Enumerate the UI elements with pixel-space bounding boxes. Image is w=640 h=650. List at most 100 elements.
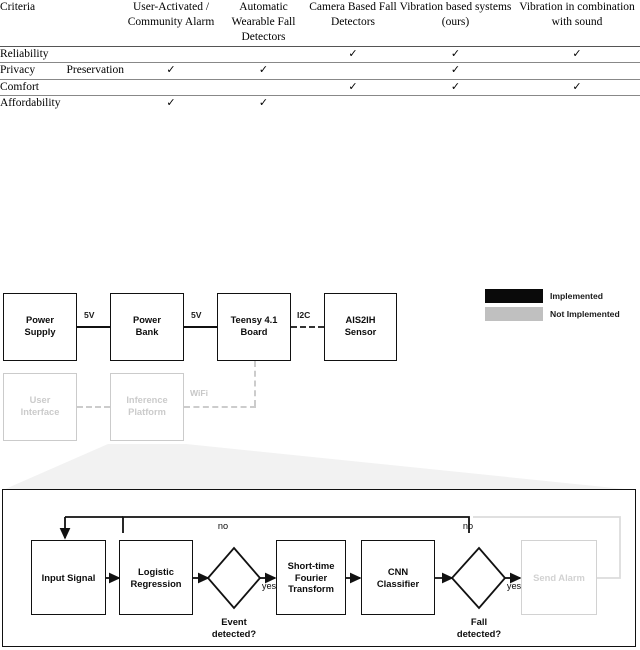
cell-check-yes: ✓ xyxy=(397,62,514,80)
flow-box-input-signal[interactable]: Input Signal xyxy=(31,540,106,615)
cell-check-empty xyxy=(309,62,397,80)
column-header-camera-based: Camera Based Fall Detectors xyxy=(309,1,397,29)
check-icon: ✓ xyxy=(450,64,461,77)
legend-item-not-implemented: Not Implemented xyxy=(485,307,635,321)
check-icon: ✓ xyxy=(166,64,176,77)
column-header-vibration-based: Vibration based systems (ours) xyxy=(399,1,512,29)
column-header-user-activated: User-Activated / Community Alarm xyxy=(127,1,215,29)
cell-check-empty xyxy=(218,45,309,63)
column-header-automatic-wearable: Automatic Wearable Fall Detectors xyxy=(231,1,296,44)
connector-label-i2c: I2C xyxy=(297,310,311,320)
column-header-criteria: Criteria xyxy=(0,1,36,13)
table-row: Privacy Preservation ✓ ✓ ✓ xyxy=(0,62,640,80)
connector-wifi-to-inference xyxy=(184,406,256,408)
cell-check-yes: ✓ xyxy=(218,62,309,80)
check-icon: ✓ xyxy=(348,80,358,93)
cell-check-empty xyxy=(124,45,218,63)
check-icon: ✓ xyxy=(572,47,582,60)
legend-label-not-implemented: Not Implemented xyxy=(550,309,620,319)
legend: Implemented Not Implemented xyxy=(485,289,635,325)
cell-check-yes: ✓ xyxy=(124,62,218,80)
check-icon: ✓ xyxy=(348,47,358,60)
cell-check-yes: ✓ xyxy=(309,78,397,96)
flowchart-connectors xyxy=(59,516,621,610)
cell-check-empty xyxy=(309,95,397,112)
cell-check-yes: ✓ xyxy=(309,45,397,63)
cell-check-empty xyxy=(397,95,514,112)
funnel-shape xyxy=(3,444,634,490)
connector-board-to-wifi xyxy=(254,361,256,406)
cell-check-empty xyxy=(218,78,309,96)
edge-label-fall-no: no xyxy=(462,521,474,531)
row-criteria-label: Comfort xyxy=(0,78,124,96)
flow-label-input-signal: Input Signal xyxy=(41,571,96,583)
connector-label-wifi: WiFi xyxy=(190,388,209,398)
connector-board-to-sensor xyxy=(291,326,324,328)
comparison-table: Criteria User-Activated / Community Alar… xyxy=(0,0,640,112)
connector-bank-to-board xyxy=(184,326,217,328)
cell-check-yes: ✓ xyxy=(514,78,640,96)
cell-check-empty xyxy=(514,95,640,112)
table-row: Comfort ✓ ✓ ✓ xyxy=(0,78,640,96)
check-icon: ✓ xyxy=(572,80,582,93)
column-header-vibration-sound: Vibration in combination with sound xyxy=(519,1,635,29)
row-criteria-label: Affordability xyxy=(0,95,124,112)
edge-label-fall-yes: yes xyxy=(506,581,522,591)
cell-check-yes: ✓ xyxy=(514,45,640,63)
connector-label-supply-bank: 5V xyxy=(84,310,95,320)
cell-check-yes: ✓ xyxy=(397,78,514,96)
legend-swatch-not-implemented xyxy=(485,307,543,321)
table-row: Reliability ✓ ✓ ✓ xyxy=(0,45,640,63)
connector-supply-to-bank xyxy=(77,326,110,328)
connector-inference-to-ui xyxy=(77,406,110,408)
edge-label-event-yes: yes xyxy=(261,581,277,591)
check-icon: ✓ xyxy=(258,97,269,110)
flow-label-send-alarm: Send Alarm xyxy=(533,571,585,583)
connector-label-bank-board: 5V xyxy=(191,310,202,320)
edge-label-event-no: no xyxy=(217,521,229,531)
check-icon: ✓ xyxy=(450,80,461,93)
cell-check-empty xyxy=(514,62,640,80)
cell-check-empty xyxy=(124,78,218,96)
row-criteria-label: Reliability xyxy=(0,45,124,63)
cell-check-yes: ✓ xyxy=(124,95,218,112)
table-body: Reliability✓✓✓Privacy Preservation✓✓✓Com… xyxy=(0,45,640,112)
flow-box-send-alarm[interactable]: Send Alarm xyxy=(521,540,597,615)
cell-check-yes: ✓ xyxy=(218,95,309,112)
table-row: Affordability ✓ ✓ xyxy=(0,95,640,112)
zoom-funnel xyxy=(3,444,634,490)
check-icon: ✓ xyxy=(166,97,176,110)
decision-event-detected-shape xyxy=(206,546,262,610)
legend-label-implemented: Implemented xyxy=(550,291,604,301)
legend-item-implemented: Implemented xyxy=(485,289,635,303)
check-icon: ✓ xyxy=(450,47,461,60)
decision-fall-detected-shape xyxy=(450,546,507,610)
check-icon: ✓ xyxy=(258,64,269,77)
cell-check-yes: ✓ xyxy=(397,45,514,63)
row-criteria-label: Privacy Preservation xyxy=(0,62,124,80)
legend-swatch-implemented xyxy=(485,289,543,303)
table-header-row: Criteria User-Activated / Community Alar… xyxy=(0,0,640,46)
